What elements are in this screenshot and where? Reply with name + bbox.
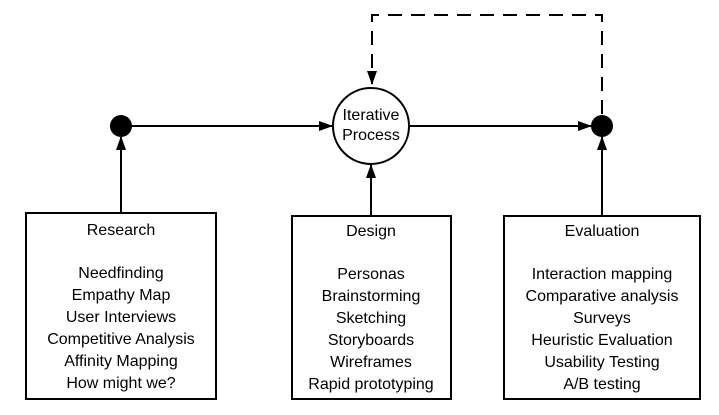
iterative-process-node: Iterative Process	[332, 87, 410, 165]
research-junction-node	[110, 115, 132, 137]
design-item: Sketching	[336, 310, 406, 327]
design-item: Personas	[337, 266, 405, 283]
evaluation-item: Interaction mapping	[532, 266, 673, 283]
design-item: Storyboards	[328, 332, 414, 349]
evaluation-junction-node	[591, 115, 613, 137]
iterative-process-circle	[332, 87, 410, 165]
evaluation-box-frame	[503, 215, 701, 400]
design-item: Rapid prototyping	[308, 376, 433, 393]
evaluation-box-title: Evaluation	[565, 223, 640, 240]
research-box-title: Research	[87, 222, 155, 239]
evaluation-item: Surveys	[573, 310, 631, 327]
design-box: Design Personas Brainstorming Sketching …	[291, 215, 452, 400]
iterative-process-label-line2: Process	[342, 127, 400, 144]
research-box: Research Needfinding Empathy Map User In…	[25, 212, 217, 400]
research-item: User Interviews	[66, 309, 176, 326]
evaluation-item: Usability Testing	[544, 354, 659, 371]
design-item: Brainstorming	[322, 288, 421, 305]
evaluation-item: A/B testing	[563, 376, 640, 393]
research-item: Needfinding	[78, 265, 163, 282]
research-box-frame	[25, 212, 217, 400]
research-item: Competitive Analysis	[47, 331, 195, 348]
research-item: Affinity Mapping	[64, 353, 178, 370]
evaluation-box: Evaluation Interaction mapping Comparati…	[503, 215, 701, 400]
research-item: How might we?	[66, 375, 175, 392]
evaluation-item: Comparative analysis	[526, 288, 679, 305]
iterative-process-label-line1: Iterative	[343, 107, 400, 124]
design-box-frame	[291, 215, 452, 400]
design-box-title: Design	[346, 223, 396, 240]
research-item: Empathy Map	[72, 287, 171, 304]
design-item: Wireframes	[330, 354, 412, 371]
feedback-loop-dashed-arrow	[367, 14, 603, 114]
evaluation-item: Heuristic Evaluation	[531, 332, 672, 349]
